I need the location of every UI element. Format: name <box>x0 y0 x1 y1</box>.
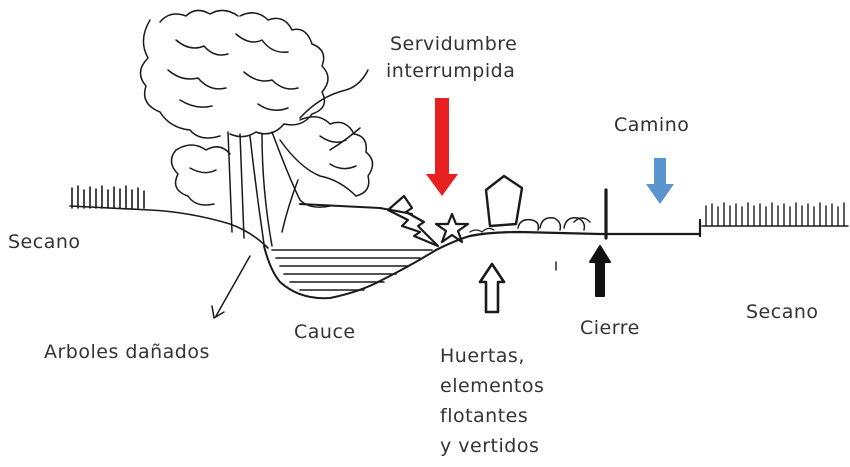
channel-bank <box>264 204 436 298</box>
label-huertas-line3: flotantes <box>440 405 528 427</box>
label-huertas-line2: elementos <box>440 375 544 397</box>
left-grass <box>70 186 268 248</box>
label-huertas-line1: Huertas, <box>440 345 525 367</box>
floating-elements <box>518 218 590 230</box>
label-arboles-danados: Arboles dañados <box>44 341 210 363</box>
label-cauce: Cauce <box>294 321 356 343</box>
arboles-pointer-line <box>216 256 250 316</box>
label-secano-left: Secano <box>8 231 81 253</box>
ground-line <box>436 232 700 250</box>
huertas-arrow <box>480 264 504 312</box>
label-servidumbre-line1: Servidumbre <box>390 33 517 55</box>
cauce-water <box>272 250 432 290</box>
label-camino: Camino <box>614 114 689 136</box>
cierre-arrow <box>590 246 610 296</box>
camino-arrow-head <box>646 184 674 204</box>
camino-arrow-shaft <box>654 158 666 186</box>
debris-scribble <box>470 228 494 232</box>
label-secano-right: Secano <box>746 301 819 323</box>
right-grass <box>702 203 848 226</box>
servidumbre-arrow-shaft <box>435 98 449 176</box>
lightning-bolt-icon <box>388 196 438 246</box>
damaged-trees <box>140 10 372 246</box>
label-servidumbre-line2: interrumpida <box>386 60 515 82</box>
servidumbre-arrow-head <box>426 174 458 196</box>
servidumbre-arrow <box>426 98 458 196</box>
label-huertas-line4: y vertidos <box>440 435 539 457</box>
camino-arrow <box>646 158 674 204</box>
pentagon-icon <box>486 176 522 226</box>
label-cierre: Cierre <box>580 317 640 339</box>
